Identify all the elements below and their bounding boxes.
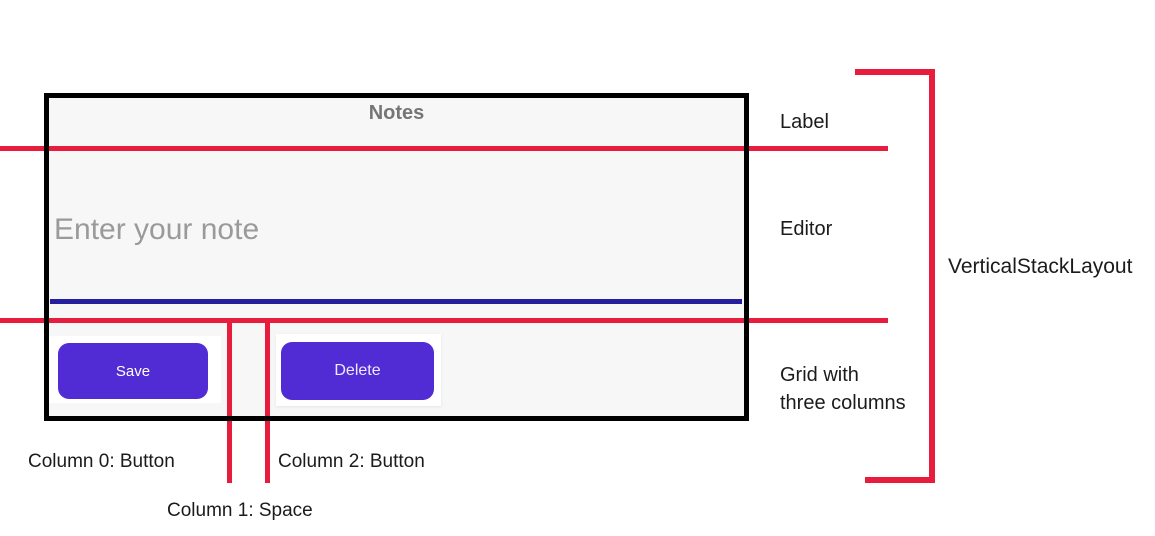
annotation-grid-line2: three columns	[780, 392, 906, 414]
annotation-label: Label	[780, 111, 829, 133]
annotation-editor: Editor	[780, 218, 833, 240]
annotation-line-editor-bottom	[0, 318, 888, 323]
annotation-verticalstacklayout: VerticalStackLayout	[948, 255, 1133, 278]
annotation-column0-button: Column 0: Button	[28, 451, 175, 472]
stacklayout-bracket-top-tick	[855, 69, 935, 75]
save-button[interactable]: Save	[58, 343, 208, 399]
annotation-grid-line1: Grid with	[780, 364, 859, 386]
notes-title-label: Notes	[368, 102, 425, 124]
editor-underline	[50, 299, 742, 304]
annotation-column2-button: Column 2: Button	[278, 451, 425, 472]
annotation-grid-three-columns: Grid with three columns	[780, 361, 906, 417]
annotation-column1-space: Column 1: Space	[167, 500, 313, 521]
annotation-line-column1-right	[265, 318, 270, 483]
note-editor[interactable]: Enter your note	[54, 213, 260, 246]
stacklayout-bracket-bottom-tick	[865, 477, 935, 483]
annotation-line-label-bottom	[0, 146, 888, 151]
delete-button[interactable]: Delete	[281, 342, 434, 400]
annotation-line-column1-left	[227, 318, 232, 483]
stacklayout-bracket-vertical	[929, 69, 935, 483]
